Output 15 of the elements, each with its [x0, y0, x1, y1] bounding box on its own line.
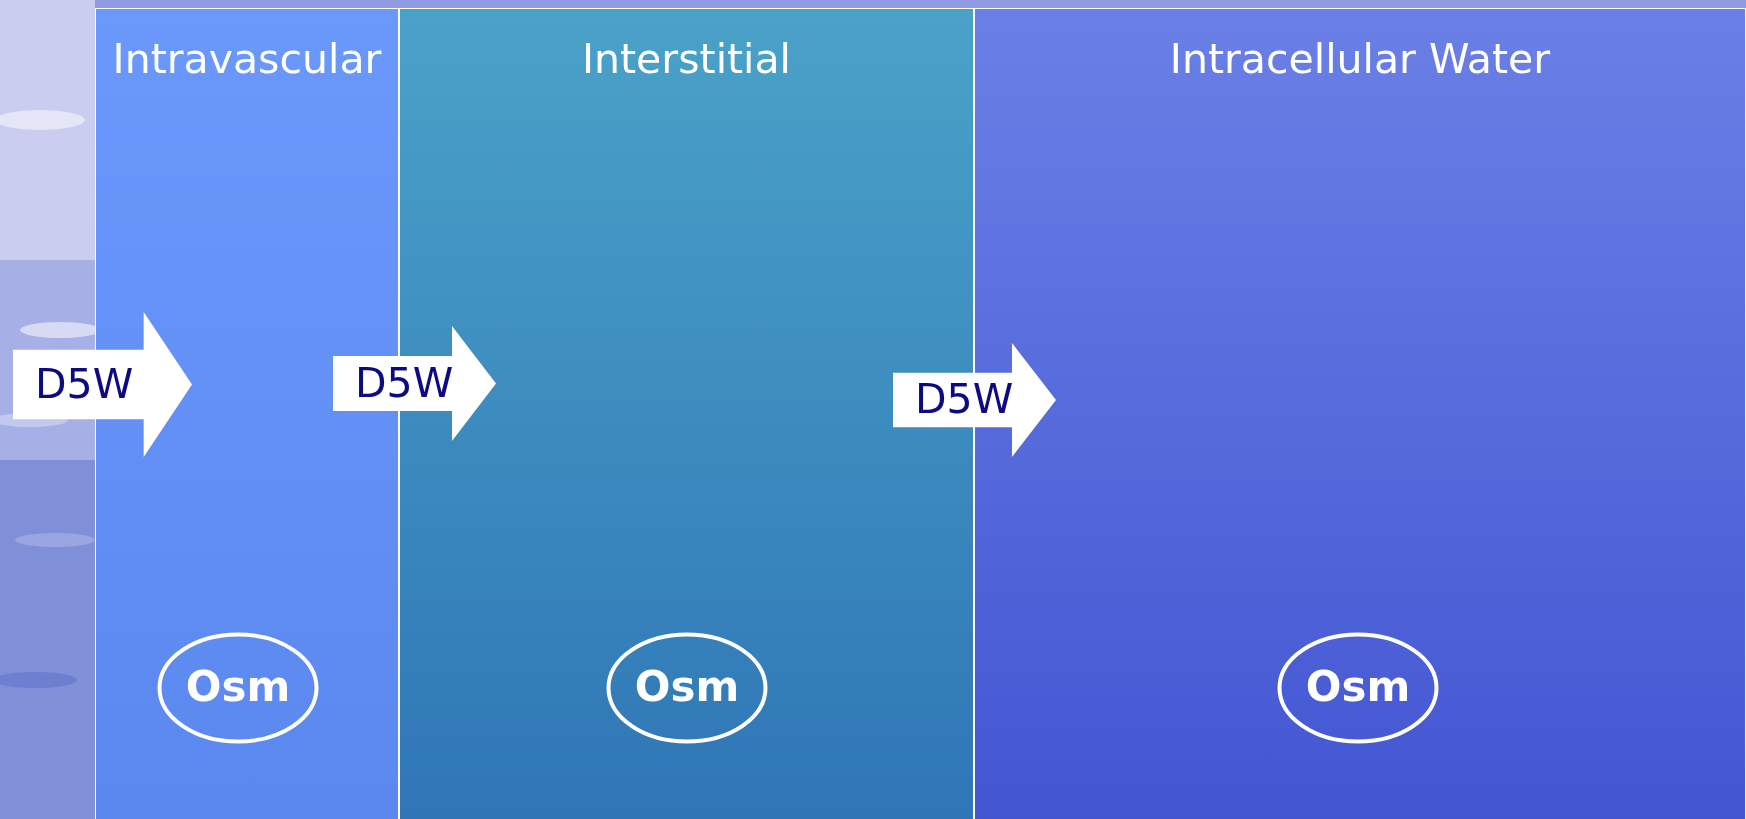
- oval: [1277, 632, 1439, 744]
- oval: [606, 632, 768, 744]
- block-arrow: [893, 343, 1056, 457]
- compartment-heading: Intravascular: [111, 35, 383, 83]
- arrow-label: D5W: [355, 358, 454, 407]
- arrow-label: D5W: [35, 359, 134, 408]
- arrow-label: D5W: [915, 375, 1014, 423]
- compartment-heading: Intracellular Water: [1168, 35, 1552, 83]
- block-arrow: [333, 326, 496, 441]
- compartment-heading: Interstitial: [580, 35, 792, 83]
- osm-label: Osm: [1304, 662, 1412, 711]
- osm-label: Osm: [184, 662, 292, 711]
- osm-label: Osm: [633, 662, 741, 711]
- block-arrow: [13, 312, 192, 457]
- oval: [157, 632, 319, 744]
